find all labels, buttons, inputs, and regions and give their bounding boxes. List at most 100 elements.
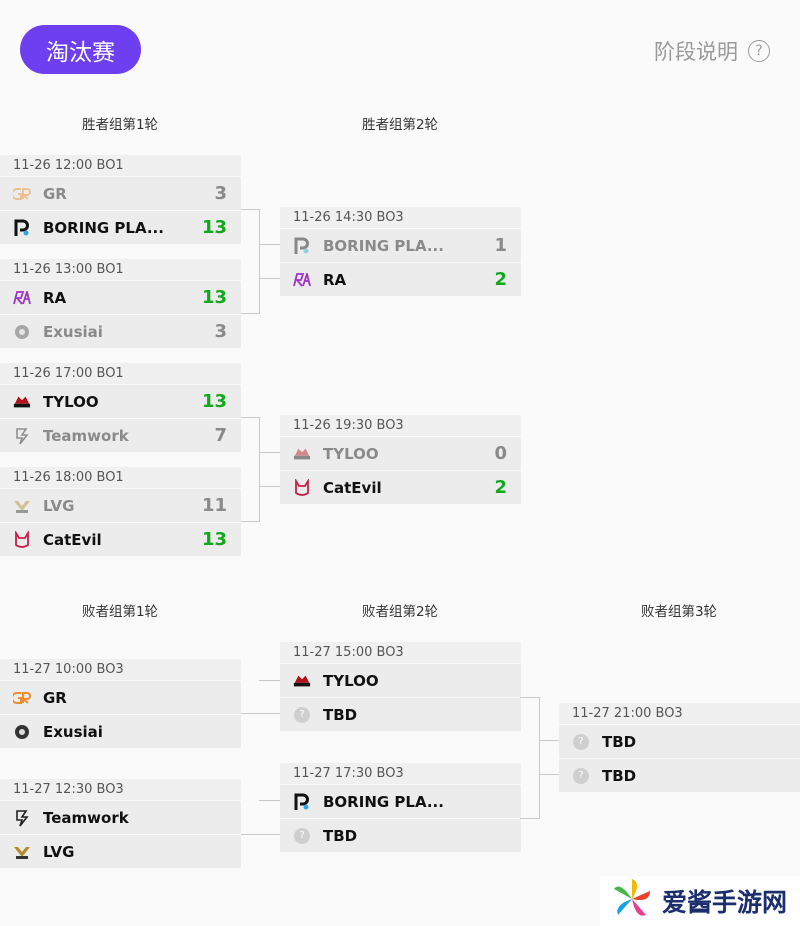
- team-row[interactable]: BORING PLA... 1: [280, 229, 521, 262]
- stage-info-label: 阶段说明: [654, 40, 738, 64]
- round-title-losers-1: 败者组第1轮: [81, 604, 159, 620]
- team-name: Exusiai: [43, 722, 103, 741]
- team-row[interactable]: Exusiai: [0, 715, 241, 748]
- team-row[interactable]: BORING PLA... 13: [0, 211, 241, 244]
- catevil-logo-icon: [13, 530, 31, 549]
- match-card[interactable]: 11-26 12:00 BO1 GR 3 BORING PLA... 13: [0, 155, 241, 244]
- team-row[interactable]: BORING PLA...: [280, 785, 521, 818]
- team-name: GR: [43, 688, 67, 707]
- match-card[interactable]: 11-26 13:00 BO1 RA 13 Exusiai 3: [0, 259, 241, 348]
- team-score: 13: [201, 391, 227, 412]
- stage-info-link[interactable]: 阶段说明 ?: [654, 36, 770, 66]
- team-name: CatEvil: [43, 530, 102, 549]
- match-time: 11-26 17:00 BO1: [0, 363, 241, 384]
- match-time: 11-26 13:00 BO1: [0, 259, 241, 280]
- ra-logo-icon: [13, 289, 31, 307]
- team-score: 7: [214, 425, 227, 446]
- team-row[interactable]: LVG 11: [0, 489, 241, 522]
- boring-planet-logo-icon: [293, 237, 311, 255]
- match-time: 11-26 12:00 BO1: [0, 155, 241, 176]
- match-card[interactable]: 11-27 10:00 BO3 GR Exusiai: [0, 659, 241, 748]
- teamwork-logo-icon: [13, 809, 31, 827]
- catevil-logo-icon: [293, 478, 311, 497]
- team-row[interactable]: LVG: [0, 835, 241, 868]
- match-card[interactable]: 11-27 15:00 BO3 TYLOO ? TBD: [280, 642, 521, 731]
- team-score: 1: [494, 235, 507, 256]
- team-name: TYLOO: [323, 671, 379, 690]
- exusiai-logo-icon: [13, 323, 31, 341]
- match-card[interactable]: 11-27 17:30 BO3 BORING PLA... ? TBD: [280, 763, 521, 852]
- pinwheel-logo-icon: [610, 877, 654, 925]
- team-name: CatEvil: [323, 478, 382, 497]
- match-card[interactable]: 11-26 18:00 BO1 LVG 11 CatEvil 13: [0, 467, 241, 556]
- team-score: 2: [494, 269, 507, 290]
- match-card[interactable]: 11-26 17:00 BO1 TYLOO 13 Teamwork 7: [0, 363, 241, 452]
- team-score: 11: [201, 495, 227, 516]
- team-score: 3: [214, 183, 227, 204]
- team-row[interactable]: ? TBD: [280, 698, 521, 731]
- team-name: TYLOO: [323, 444, 379, 463]
- match-card[interactable]: 11-27 12:30 BO3 Teamwork LVG: [0, 779, 241, 868]
- gr-logo-icon: [13, 689, 31, 707]
- lvg-logo-icon: [13, 843, 31, 861]
- team-row[interactable]: ? TBD: [559, 759, 800, 792]
- team-name: Teamwork: [43, 808, 129, 827]
- team-row[interactable]: ? TBD: [280, 819, 521, 852]
- round-title-losers-2: 败者组第2轮: [361, 604, 439, 620]
- team-row[interactable]: TYLOO 13: [0, 385, 241, 418]
- round-title-winners-1: 胜者组第1轮: [81, 117, 159, 133]
- exusiai-logo-icon: [13, 723, 31, 741]
- team-row[interactable]: CatEvil 13: [0, 523, 241, 556]
- team-row[interactable]: TYLOO: [280, 664, 521, 697]
- team-name: TBD: [602, 766, 637, 785]
- team-score: 3: [214, 321, 227, 342]
- team-row[interactable]: Teamwork 7: [0, 419, 241, 452]
- boring-planet-logo-icon: [13, 219, 31, 237]
- round-title-winners-2: 胜者组第2轮: [361, 117, 439, 133]
- team-name: LVG: [43, 842, 75, 861]
- match-card[interactable]: 11-27 21:00 BO3 ? TBD ? TBD: [559, 703, 800, 792]
- tyloo-logo-icon: [13, 393, 31, 411]
- team-row[interactable]: ? TBD: [559, 725, 800, 758]
- match-time: 11-26 14:30 BO3: [280, 207, 521, 228]
- team-name: TBD: [323, 826, 358, 845]
- team-score: 2: [494, 477, 507, 498]
- team-row[interactable]: Teamwork: [0, 801, 241, 834]
- team-row[interactable]: RA 2: [280, 263, 521, 296]
- team-name: TBD: [323, 705, 358, 724]
- help-icon: ?: [748, 40, 770, 62]
- unknown-team-icon: ?: [294, 827, 310, 844]
- match-time: 11-26 19:30 BO3: [280, 415, 521, 436]
- team-name: LVG: [43, 496, 75, 515]
- tab-knockout[interactable]: 淘汰赛: [20, 25, 141, 74]
- tyloo-logo-icon: [293, 445, 311, 463]
- team-name: BORING PLA...: [323, 236, 444, 255]
- team-row[interactable]: GR 3: [0, 177, 241, 210]
- team-row[interactable]: Exusiai 3: [0, 315, 241, 348]
- lvg-logo-icon: [13, 497, 31, 515]
- team-name: TBD: [602, 732, 637, 751]
- match-card[interactable]: 11-26 19:30 BO3 TYLOO 0 CatEvil 2: [280, 415, 521, 504]
- team-score: 13: [201, 287, 227, 308]
- watermark-text: 爱酱手游网: [662, 888, 788, 917]
- match-time: 11-26 18:00 BO1: [0, 467, 241, 488]
- team-row[interactable]: CatEvil 2: [280, 471, 521, 504]
- unknown-team-icon: ?: [294, 706, 310, 723]
- match-card[interactable]: 11-26 14:30 BO3 BORING PLA... 1 RA 2: [280, 207, 521, 296]
- team-name: GR: [43, 184, 67, 203]
- tyloo-logo-icon: [293, 672, 311, 690]
- teamwork-logo-icon: [13, 427, 31, 445]
- match-time: 11-27 12:30 BO3: [0, 779, 241, 800]
- team-name: TYLOO: [43, 392, 99, 411]
- team-row[interactable]: TYLOO 0: [280, 437, 521, 470]
- site-watermark: 爱酱手游网: [600, 876, 800, 926]
- unknown-team-icon: ?: [573, 733, 589, 750]
- team-row[interactable]: GR: [0, 681, 241, 714]
- team-name: Teamwork: [43, 426, 129, 445]
- ra-logo-icon: [293, 271, 311, 289]
- team-row[interactable]: RA 13: [0, 281, 241, 314]
- match-time: 11-27 10:00 BO3: [0, 659, 241, 680]
- team-score: 0: [494, 443, 507, 464]
- team-name: BORING PLA...: [323, 792, 444, 811]
- round-title-losers-3: 败者组第3轮: [640, 604, 718, 620]
